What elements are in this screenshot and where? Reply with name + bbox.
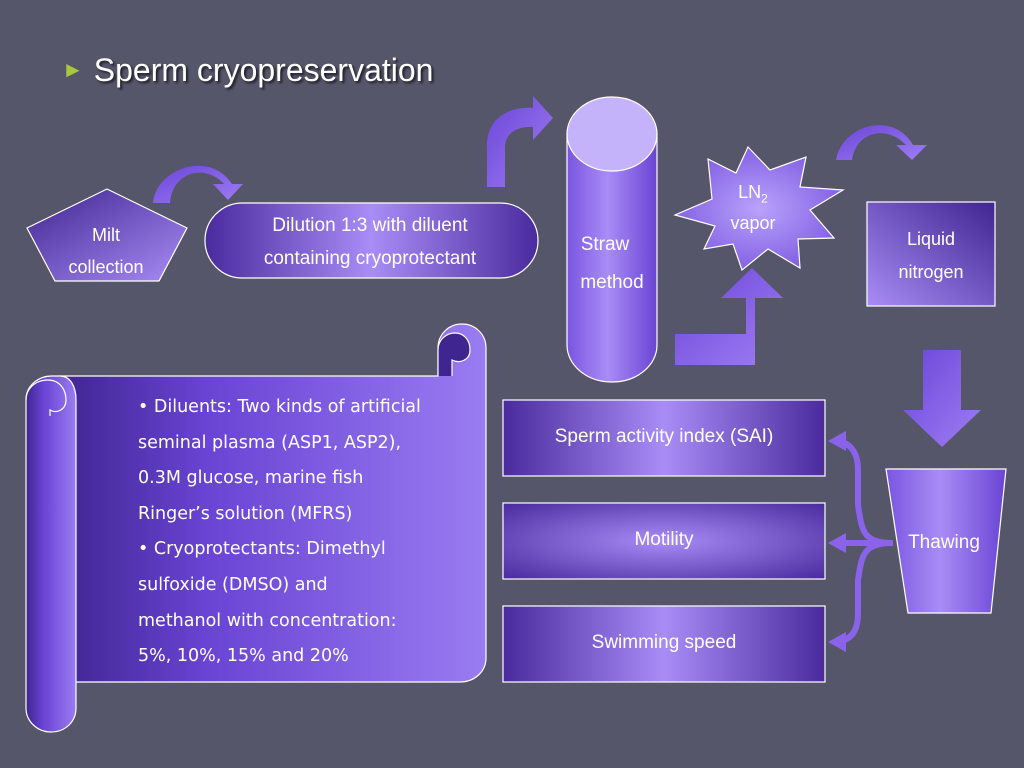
scroll-line: Ringer’s solution (MFRS) — [138, 503, 353, 524]
scroll-notes: • Diluents: Two kinds of artificial semi… — [138, 390, 478, 675]
liquid-nitrogen-box — [866, 201, 996, 307]
milt-collection-label: Milt collection — [56, 219, 156, 283]
liquid-nitrogen-label-line2: nitrogen — [898, 262, 964, 282]
milt-label-line2: collection — [68, 257, 144, 277]
bent-arrow-icon — [675, 268, 783, 365]
ln2-label-line1: LN2 — [716, 180, 790, 211]
curved-arrow-icon — [836, 125, 927, 160]
scroll-shape — [25, 323, 487, 733]
dilution-label-line2: containing cryoprotectant — [263, 248, 477, 269]
ln2-main-text: LN — [738, 182, 762, 202]
curved-arrow-icon — [487, 96, 553, 187]
curved-arrow-icon — [153, 165, 243, 203]
brace-arrows-icon — [837, 438, 894, 645]
ln2-vapor-label: LN2 vapor — [716, 180, 790, 235]
straw-cylinder-shape — [566, 96, 658, 383]
liquid-nitrogen-label: Liquid nitrogen — [867, 223, 995, 289]
dilution-label: Dilution 1:3 with diluent containing cry… — [230, 209, 510, 275]
swimming-speed-box — [502, 605, 826, 683]
thawing-label: Thawing — [908, 532, 980, 553]
scroll-line: sulfoxide (DMSO) and — [138, 574, 328, 595]
scroll-line: 5%, 10%, 15% and 20% — [138, 646, 349, 667]
scroll-line: • Diluents: Two kinds of artificial — [138, 397, 421, 417]
dilution-shape — [204, 202, 539, 279]
scroll-line: methanol with concentration: — [138, 610, 397, 631]
arrowheads-icon — [828, 431, 846, 652]
title-bullet-icon: ► — [62, 57, 84, 82]
sai-label: Sperm activity index (SAI) — [554, 426, 774, 447]
motility-box — [502, 502, 826, 580]
liquid-nitrogen-label-line1: Liquid — [906, 229, 956, 249]
swimming-speed-label: Swimming speed — [591, 632, 737, 653]
sai-box — [502, 399, 826, 477]
scroll-line: 0.3M glucose, marine fish — [138, 468, 364, 489]
slide-title: ► Sperm cryopreservation — [62, 52, 433, 89]
motility-label: Motility — [634, 529, 694, 550]
straw-label-line2: method — [580, 272, 644, 293]
ln2-vapor-starburst-shape — [673, 145, 845, 272]
milt-collection-shape — [26, 188, 188, 282]
thawing-beaker-shape — [885, 468, 1007, 614]
scroll-line: seminal plasma (ASP1, ASP2), — [138, 432, 402, 453]
straw-label-line1: Straw — [580, 234, 630, 255]
down-arrow-icon — [903, 350, 981, 447]
milt-label-line1: Milt — [92, 225, 120, 245]
scroll-line: • Cryoprotectants: Dimethyl — [138, 539, 386, 560]
ln2-subscript: 2 — [761, 191, 768, 206]
ln2-label-line2: vapor — [730, 212, 776, 233]
slide-title-text: Sperm cryopreservation — [93, 52, 434, 88]
straw-method-label: Straw method — [567, 226, 657, 302]
dilution-label-line1: Dilution 1:3 with diluent — [272, 215, 468, 236]
